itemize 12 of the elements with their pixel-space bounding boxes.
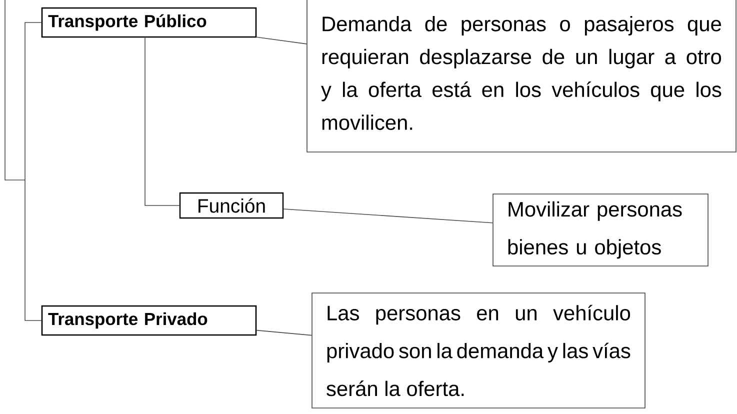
category-box: Transporte Privado <box>41 305 257 336</box>
function-box: Función <box>179 192 284 219</box>
category-box: Transporte Público <box>41 7 257 38</box>
connector-line <box>283 208 493 224</box>
connector-line <box>256 36 307 44</box>
description-box: Demanda de personas o pasajeros que requieran desplazarse de un lugar a otro y la oferta está en los vehículos que los movilicen. <box>306 0 736 152</box>
connector-line <box>24 180 42 321</box>
connector-line <box>4 0 42 180</box>
description-box: Movilizar personas bienes u objetos <box>492 194 708 266</box>
description-box: Las personas en un vehículo privado son la demanda y las vías serán la oferta. <box>312 292 646 408</box>
connector-line <box>144 36 180 206</box>
connector-line <box>256 330 312 336</box>
